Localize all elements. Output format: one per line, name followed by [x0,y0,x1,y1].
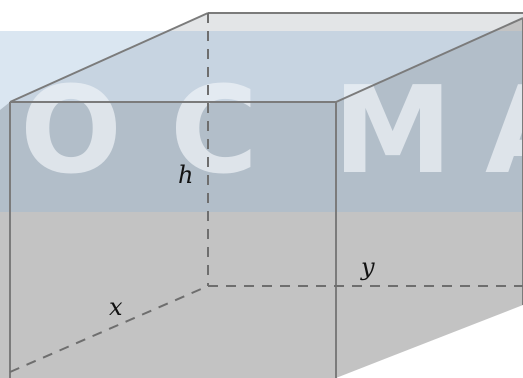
label-y: y [360,253,375,281]
label-h: h [178,161,193,189]
watermark-letter-a: A [485,62,523,201]
watermark-letter-m: M [333,62,452,201]
watermark-letter-o: O [20,62,122,201]
box-right-face [336,18,523,378]
edge-top-right [335,17,523,103]
box-top-face [10,13,523,102]
box-front-face [0,102,336,378]
edge-top-left [9,12,209,103]
label-x: x [109,293,123,321]
watermark-letter-c: C [170,62,258,201]
watermark-band [0,31,523,212]
